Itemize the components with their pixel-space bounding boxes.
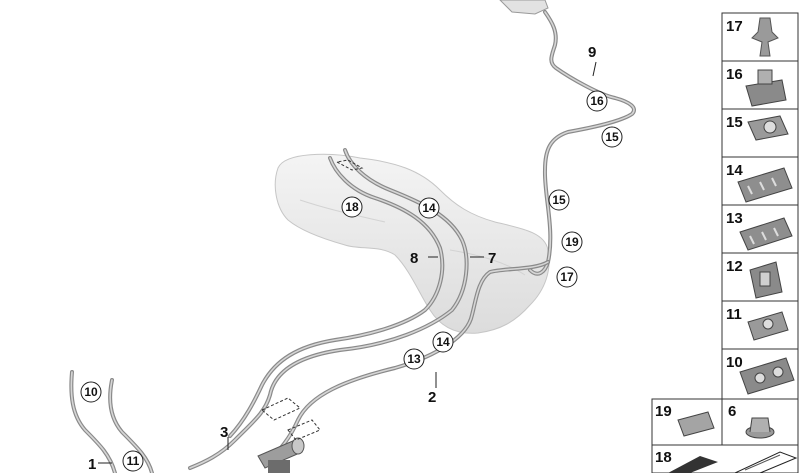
- svg-text:15: 15: [605, 130, 619, 144]
- circle-11: 11: [122, 450, 144, 472]
- connector-brackets: [261, 159, 364, 441]
- legend-num-13: 13: [726, 210, 743, 227]
- legend-num-14: 14: [726, 162, 743, 179]
- clip-10-icon: [739, 357, 795, 395]
- clip-11-icon: [747, 311, 789, 341]
- legend-num-19: 19: [655, 403, 672, 420]
- callout-3: 3: [220, 424, 228, 441]
- fuel-line-1: [69, 370, 154, 473]
- svg-text:13: 13: [407, 352, 421, 366]
- svg-text:19: 19: [565, 235, 579, 249]
- tape-icon: [734, 451, 798, 473]
- callout-7: 7: [488, 250, 496, 267]
- circle-15a: 15: [601, 126, 623, 148]
- clip-13-icon: [739, 217, 793, 251]
- circle-14a: 14: [418, 197, 440, 219]
- callout-9: 9: [588, 44, 596, 61]
- pad-18-icon: [668, 456, 718, 473]
- fuel-line-9: [528, 10, 636, 276]
- legend-num-6: 6: [728, 403, 736, 420]
- fuel-line-2: [266, 260, 550, 464]
- clip-12-icon: [749, 261, 783, 299]
- clip-19-icon: [677, 411, 715, 437]
- clip-14-icon: [737, 167, 793, 203]
- clip-16-icon: [745, 69, 787, 107]
- svg-text:14: 14: [436, 335, 450, 349]
- legend-num-10: 10: [726, 354, 743, 371]
- fuel-tank: [274, 153, 550, 334]
- nut-6-icon: [745, 417, 775, 439]
- legend-num-16: 16: [726, 66, 743, 83]
- svg-text:11: 11: [127, 454, 140, 468]
- circle-13: 13: [403, 348, 425, 370]
- clip-15-icon: [747, 115, 789, 141]
- legend-num-18: 18: [655, 449, 672, 466]
- circle-16: 16: [586, 90, 608, 112]
- callout-1: 1: [88, 456, 96, 473]
- callout-2: 2: [428, 389, 436, 406]
- circle-19: 19: [561, 231, 583, 253]
- legend-num-17: 17: [726, 18, 743, 35]
- circle-17: 17: [556, 266, 578, 288]
- fuel-line-8: [228, 156, 445, 438]
- legend-num-12: 12: [726, 258, 743, 275]
- filler-neck: [499, 0, 549, 15]
- svg-text:17: 17: [560, 270, 574, 284]
- clip-17-icon: [751, 17, 779, 57]
- svg-text:10: 10: [84, 385, 98, 399]
- svg-text:14: 14: [422, 201, 436, 215]
- circle-14b: 14: [432, 331, 454, 353]
- svg-text:16: 16: [590, 94, 604, 108]
- callout-8: 8: [410, 250, 418, 267]
- circle-18: 18: [341, 196, 363, 218]
- legend-right: 17 16 15 14 13 12 11 10: [721, 12, 799, 400]
- svg-text:18: 18: [345, 200, 359, 214]
- legend-bottom: 19 6 18: [651, 398, 799, 473]
- legend-num-15: 15: [726, 114, 743, 131]
- circle-15b: 15: [548, 189, 570, 211]
- circle-10: 10: [80, 381, 102, 403]
- legend-num-11: 11: [726, 306, 742, 323]
- fuel-line-7: [188, 148, 469, 470]
- svg-text:15: 15: [552, 193, 566, 207]
- leader-lines: [98, 61, 597, 464]
- fuel-filter: [257, 437, 305, 473]
